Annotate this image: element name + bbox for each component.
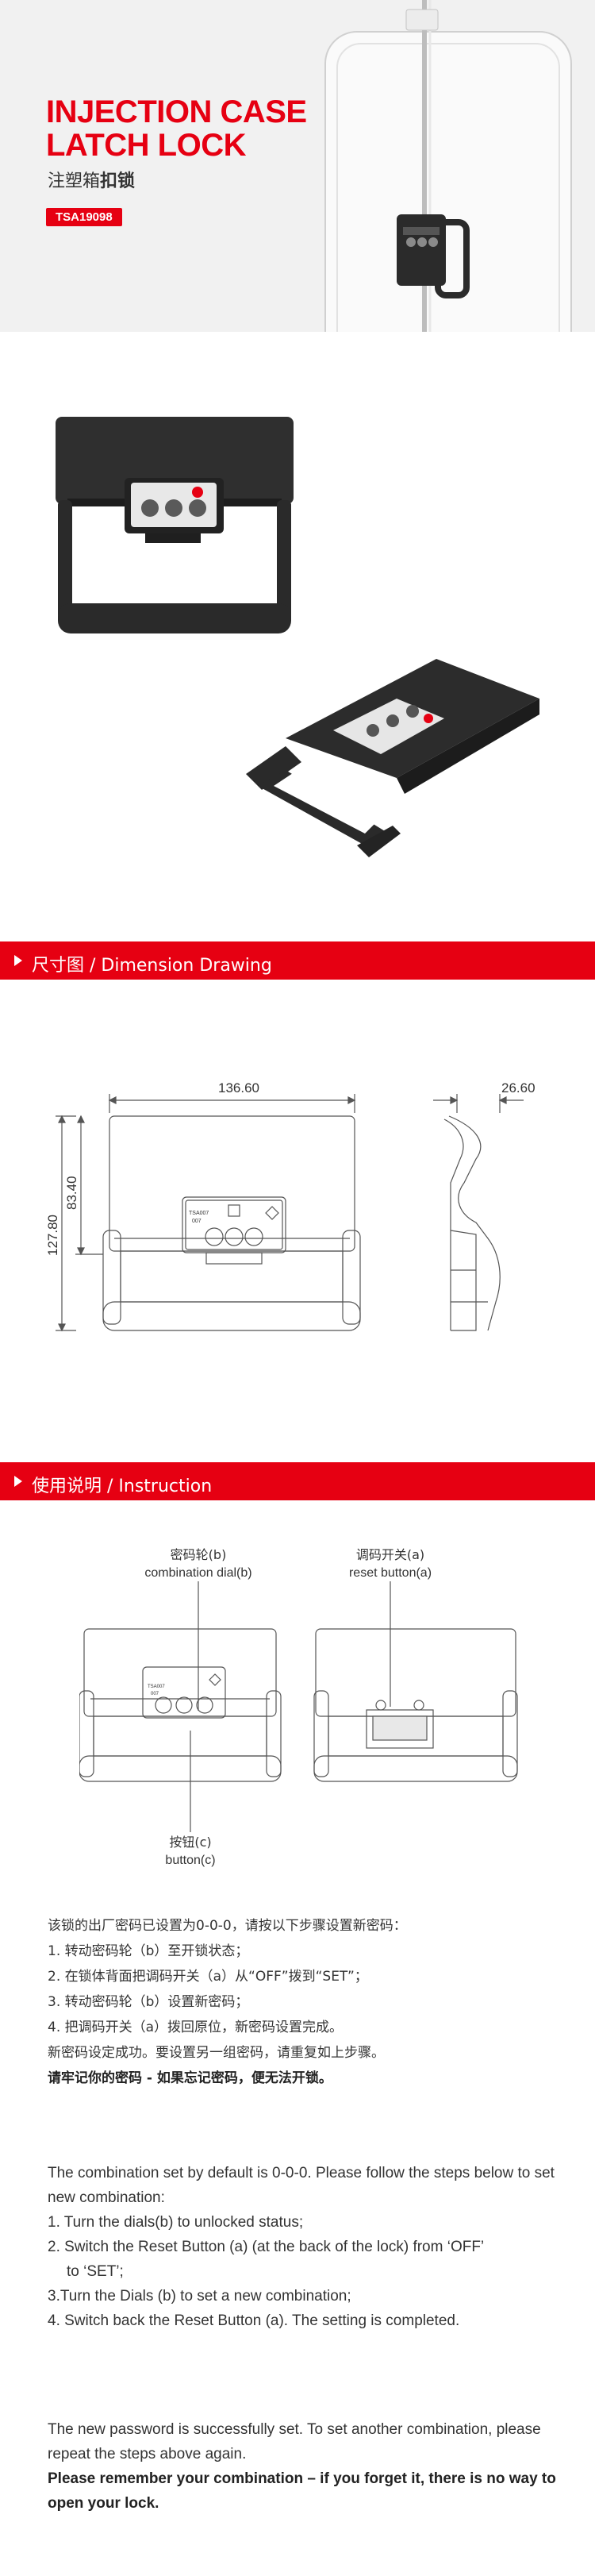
dimension-height-upper: 83.40 — [64, 1176, 79, 1210]
en-warning: Please remember your combination – if yo… — [48, 2470, 556, 2512]
dimension-height-total: 127.80 — [45, 1215, 60, 1256]
en-step-1: 1. Turn the dials(b) to unlocked status; — [48, 2214, 304, 2231]
instructions-chinese: 该锁的出厂密码已设置为0-0-0，请按以下步骤设置新密码： 1. 转动密码轮（b… — [48, 1913, 563, 2091]
section-label: 使用说明 / Instruction — [32, 1477, 213, 1496]
title-line-2: LATCH LOCK — [46, 128, 246, 163]
instruction-diagram: 密码轮(b) combination dial(b) 调码开关(a) reset… — [79, 1547, 518, 1867]
tsa-text-2: 007 — [151, 1692, 159, 1696]
section-label: 尺寸图 / Dimension Drawing — [32, 956, 272, 976]
title-line-1: INJECTION CASE — [46, 94, 307, 129]
lock-angle-photo — [246, 659, 539, 857]
en-step-4: 4. Switch back the Reset Button (a). The… — [48, 2312, 460, 2329]
subtitle-bold: 扣锁 — [100, 171, 136, 191]
en-step-3: 3.Turn the Dials (b) to set a new combin… — [48, 2288, 351, 2305]
cn-step-3: 3. 转动密码轮（b）设置新密码； — [48, 1994, 249, 2010]
callout-button-cn: 按钮(c) — [169, 1835, 211, 1850]
cn-step-4: 4. 把调码开关（a）拨回原位，新密码设置完成。 — [48, 2020, 344, 2035]
tsa-text-2: 007 — [192, 1219, 202, 1224]
injection-case-illustration — [324, 0, 572, 332]
lock-front-photo — [56, 417, 294, 633]
cn-step-1: 1. 转动密码轮（b）至开锁状态； — [48, 1943, 249, 1959]
dimension-drawing: 136.60 26.60 127.80 83.40 TSA007 007 — [45, 1080, 536, 1332]
cn-done: 新密码设定成功。要设置另一组密码，请重复如上步骤。 — [48, 2045, 385, 2061]
hero-banner: INJECTION CASE LATCH LOCK 注塑箱扣锁 TSA19098 — [0, 0, 595, 332]
play-triangle-icon — [14, 1476, 22, 1487]
tsa-text-1: TSA007 — [148, 1685, 165, 1689]
subtitle-plain: 注塑箱 — [48, 171, 101, 191]
model-badge: TSA19098 — [46, 208, 122, 226]
tsa-text-1: TSA007 — [189, 1211, 209, 1216]
instructions-english: The combination set by default is 0-0-0.… — [48, 2161, 563, 2333]
callout-dial-en: combination dial(b) — [144, 1566, 251, 1580]
callout-reset-cn: 调码开关(a) — [356, 1547, 424, 1562]
en-step-2b: to ‘SET’; — [67, 2263, 124, 2280]
section-header-instruction: 使用说明 / Instruction — [0, 1462, 595, 1500]
en-intro: The combination set by default is 0-0-0.… — [48, 2165, 555, 2206]
play-triangle-icon — [14, 955, 22, 966]
section-header-dimension: 尺寸图 / Dimension Drawing — [0, 941, 595, 980]
cn-warning: 请牢记你的密码 - 如果忘记密码，便无法开锁。 — [48, 2070, 332, 2086]
en-done: The new password is successfully set. To… — [48, 2421, 541, 2462]
instructions-english-final: The new password is successfully set. To… — [48, 2417, 563, 2516]
chinese-subtitle: 注塑箱扣锁 — [48, 167, 135, 192]
cn-step-2: 2. 在锁体背面把调码开关（a）从“OFF”拨到“SET”； — [48, 1969, 368, 1985]
cn-intro: 该锁的出厂密码已设置为0-0-0，请按以下步骤设置新密码： — [48, 1918, 407, 1934]
callout-reset-en: reset button(a) — [349, 1566, 432, 1580]
callout-button-en: button(c) — [165, 1854, 215, 1867]
en-step-2a: 2. Switch the Reset Button (a) (at the b… — [48, 2239, 485, 2255]
dimension-depth: 26.60 — [501, 1080, 536, 1095]
dimension-width: 136.60 — [218, 1080, 259, 1095]
page-title: INJECTION CASE LATCH LOCK — [46, 95, 307, 162]
callout-dial-cn: 密码轮(b) — [171, 1547, 227, 1562]
